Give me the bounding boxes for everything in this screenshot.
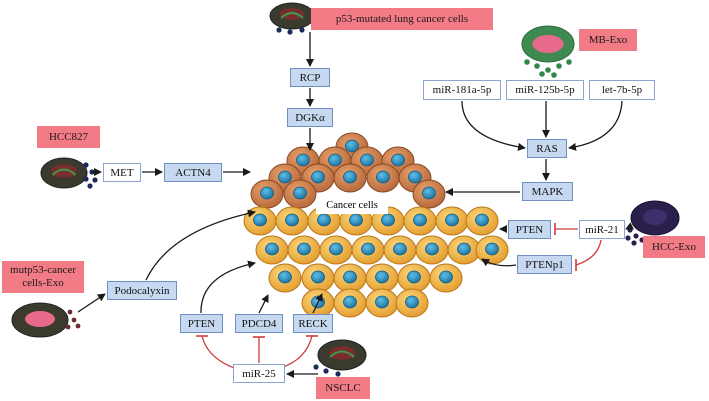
label-cancer-cells: Cancer cells — [316, 196, 388, 214]
cell-nucleus — [408, 170, 422, 184]
cell-nucleus — [375, 295, 389, 309]
mb-exo-cell-icon — [521, 25, 575, 78]
label-hcc-exo: HCC-Exo — [643, 236, 705, 258]
nsclc-cell-icon — [313, 339, 367, 377]
node-mir181a: miR-181a-5p — [423, 80, 501, 100]
cell-nucleus — [360, 153, 374, 167]
cell-nucleus — [329, 242, 343, 256]
arrow-mutp53-to-podocalyxin — [77, 293, 106, 313]
cell-nucleus — [393, 242, 407, 256]
p53-lung-cell-icon — [269, 2, 315, 35]
cell-nucleus — [343, 170, 357, 184]
cell-nucleus — [343, 270, 357, 284]
node-dgka: DGKα — [287, 108, 333, 127]
node-let7b: let-7b-5p — [589, 80, 655, 100]
cell-nucleus — [311, 270, 325, 284]
node-met: MET — [103, 163, 141, 182]
cell-nucleus — [457, 242, 471, 256]
cell-nucleus — [391, 153, 405, 167]
source-cell-icons — [11, 2, 680, 377]
node-actn4: ACTN4 — [164, 163, 222, 182]
node-podocalyxin: Podocalyxin — [107, 281, 177, 300]
cell-nucleus — [405, 295, 419, 309]
cell-nucleus — [317, 213, 331, 227]
cell-nucleus — [376, 170, 390, 184]
cell-nucleus — [253, 213, 267, 227]
mutp53-exo-cell-icon — [11, 302, 81, 338]
cell-nucleus — [445, 213, 459, 227]
cell-nucleus — [349, 213, 363, 227]
cell-nucleus — [278, 170, 292, 184]
cell-nucleus — [475, 213, 489, 227]
cell-nucleus — [296, 153, 310, 167]
inhibit-mir25-reck — [279, 335, 318, 369]
cell-nucleus — [361, 242, 375, 256]
inhibit-mir21-ptenp1 — [575, 239, 602, 271]
node-mir25: miR-25 — [233, 364, 285, 383]
node-mir125b: miR-125b-5p — [506, 80, 584, 100]
node-reck: RECK — [293, 314, 333, 333]
node-rcp: RCP — [290, 68, 330, 87]
arrow-mir181-to-ras — [461, 100, 526, 151]
cancer-cell-cluster — [243, 132, 509, 318]
node-pdcd4: PDCD4 — [235, 314, 283, 333]
arrow-pdcd4-to-cells — [258, 294, 269, 314]
node-ras: RAS — [527, 139, 567, 158]
inhibit-mir21-pten — [554, 223, 578, 235]
cell-nucleus — [311, 170, 325, 184]
cell-nucleus — [381, 213, 395, 227]
cell-nucleus — [345, 139, 359, 153]
arrow-ptenp1-to-cells — [481, 258, 517, 267]
hcc-exo-cell-icon — [625, 200, 680, 246]
arrow-pten-to-cells-bottom — [200, 260, 256, 314]
arrow-podocalyxin-to-cells — [145, 209, 256, 281]
arrow-let7b-to-ras — [568, 100, 623, 151]
cell-nucleus — [265, 242, 279, 256]
arrow-hccexo-to-mir21 — [625, 222, 635, 230]
pathway-arrows — [77, 32, 635, 378]
cell-nucleus — [422, 186, 436, 200]
cell-nucleus — [485, 242, 499, 256]
cell-nucleus — [407, 270, 421, 284]
cell-nucleus — [413, 213, 427, 227]
cell-nucleus — [375, 270, 389, 284]
label-mb-exo: MB-Exo — [579, 29, 637, 51]
cell-nucleus — [425, 242, 439, 256]
cell-nucleus — [285, 213, 299, 227]
cell-nucleus — [260, 186, 274, 200]
label-mutp53-exo: mutp53-cancer cells-Exo — [2, 261, 84, 293]
arrow-reck-to-cells — [312, 293, 323, 314]
cell-nucleus — [297, 242, 311, 256]
label-p53-lung-cells: p53-mutated lung cancer cells — [311, 8, 493, 30]
cell-nucleus — [439, 270, 453, 284]
label-hcc827: HCC827 — [37, 126, 100, 148]
cell-nucleus — [328, 153, 342, 167]
node-pten-bottom: PTEN — [180, 314, 223, 333]
node-ptenp1: PTENp1 — [517, 255, 572, 274]
label-nsclc: NSCLC — [316, 377, 370, 399]
inhibit-mir25-pdcd4 — [253, 336, 265, 363]
node-mapk: MAPK — [522, 182, 573, 201]
cell-nucleus — [293, 186, 307, 200]
cell-nucleus — [278, 270, 292, 284]
cell-nucleus — [343, 295, 357, 309]
hcc827-cell-icon — [40, 157, 98, 189]
node-pten-right: PTEN — [508, 220, 551, 239]
node-mir21: miR-21 — [579, 220, 625, 239]
